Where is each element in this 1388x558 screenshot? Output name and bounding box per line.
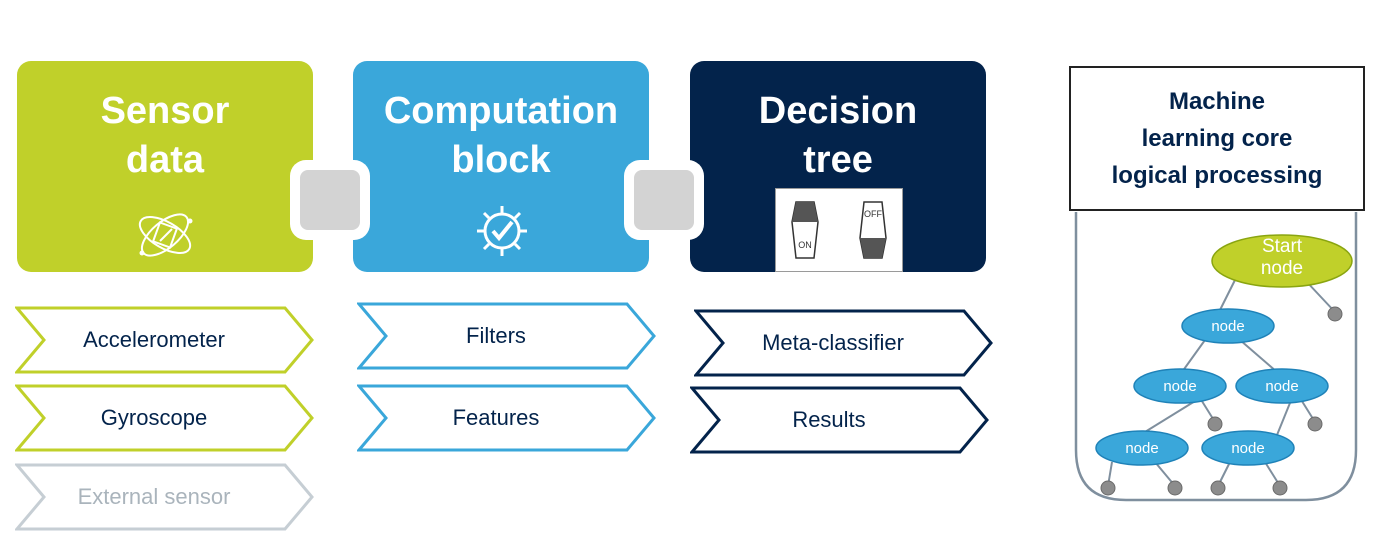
chevron-meta-classifier: Meta-classifier: [694, 309, 994, 377]
chevron-label: Features: [452, 405, 540, 430]
leaf-node: [1272, 480, 1288, 496]
tree-node-label: node: [1231, 440, 1264, 457]
chevron-label: Filters: [466, 323, 526, 348]
computation-block-title: Computation block: [383, 90, 619, 181]
mlc-title: Machine learning core logical processing: [1111, 88, 1323, 189]
tree-node: [1201, 430, 1295, 466]
leaf-node: [1307, 416, 1323, 432]
chevron-label: Gyroscope: [100, 405, 208, 430]
tree-node: [1095, 430, 1189, 466]
connector-sensor-computation: [290, 160, 370, 240]
leaf-node: [1210, 480, 1226, 496]
mlc-title-box: Machine learning core logical processing: [1069, 66, 1365, 211]
switch-on-off-icon: ON OFF: [775, 188, 903, 272]
tree-node: [1235, 368, 1329, 404]
decision-tree-block: Decision tree ON OFF: [690, 61, 986, 272]
leaf-node: [1207, 416, 1223, 432]
chevron-gyroscope: Gyroscope: [15, 384, 315, 452]
chevron-label: External sensor: [77, 484, 231, 509]
tree-node-label: node: [1163, 378, 1196, 395]
chevron-features: Features: [357, 384, 657, 452]
leaf-node: [1167, 480, 1183, 496]
tree-node-label: node: [1211, 318, 1244, 335]
chevron-filters: Filters: [357, 302, 657, 370]
tree-node-label: node: [1125, 440, 1158, 457]
switch-on-label: ON: [798, 240, 812, 250]
sensor-data-title: Sensor data: [100, 90, 230, 181]
leaf-node: [1100, 480, 1116, 496]
computation-block: Computation block: [353, 61, 649, 272]
sensor-data-block: Sensor data: [17, 61, 313, 272]
atom-sensor-icon: [138, 213, 193, 257]
chevron-external-sensor: External sensor: [15, 463, 315, 531]
connector-computation-decision: [624, 160, 704, 240]
chevron-label: Accelerometer: [83, 327, 225, 352]
tree-node-label: node: [1265, 378, 1298, 395]
gear-check-icon: [477, 206, 527, 256]
chevron-accelerometer: Accelerometer: [15, 306, 315, 374]
chevron-label: Meta-classifier: [762, 330, 904, 355]
decision-tree-title: Decision tree: [758, 90, 918, 181]
chevron-results: Results: [690, 386, 990, 454]
tree-node: [1133, 368, 1227, 404]
switch-off-label: OFF: [864, 209, 882, 219]
chevron-label: Results: [792, 407, 866, 432]
tree-node: [1181, 308, 1275, 344]
leaf-node: [1327, 306, 1343, 322]
